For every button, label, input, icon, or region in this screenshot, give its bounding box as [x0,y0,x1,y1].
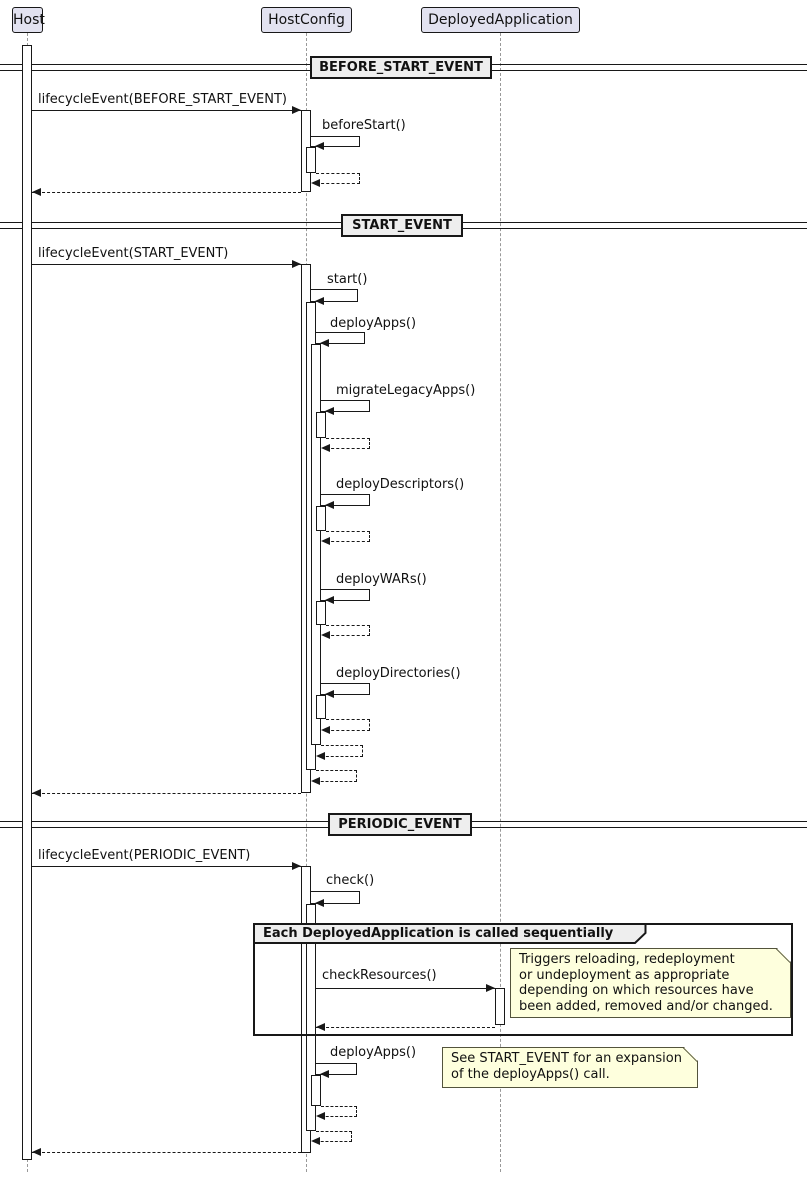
self-return-deploydescriptors [321,531,370,545]
arrowhead-left-icon [316,1023,325,1031]
activation-hostconfig-deploydirectories [316,695,326,719]
arrowhead-right-icon [292,260,301,268]
self-call-migratelegacyapps [321,400,370,415]
message-label-lifecycle-before-start: lifecycleEvent(BEFORE_START_EVENT) [38,92,287,107]
arrowhead-left-icon [315,899,324,907]
self-call-deploydirectories [321,683,370,698]
participant-host: Host [12,7,45,33]
self-return-deployapps-periodic [316,1106,357,1120]
activation-hostconfig-migratelegacyapps [316,412,326,438]
arrowhead-right-icon [292,106,301,114]
self-call-start [311,289,358,305]
lifeline-deployedapplication [500,33,501,1172]
activation-hostconfig-beforestart-call [306,147,316,173]
message-label-start: start() [327,272,368,287]
note-check-resources: Triggers reloading, redeployment or unde… [510,948,791,1018]
return-line-checkresources [316,1027,495,1028]
message-label-deployapps: deployApps() [330,316,417,331]
arrowhead-left-icon [315,297,324,305]
group-header-shape [253,923,647,944]
self-return-deploywars [321,625,370,639]
arrowhead-left-icon [320,1070,329,1078]
return-line-before-start [32,192,301,193]
divider-before-start-event-label: BEFORE_START_EVENT [319,60,483,75]
arrowhead-left-icon [320,339,329,347]
arrowhead-left-icon [311,777,320,785]
message-label-deploywars: deployWARs() [336,572,427,587]
return-line-periodic [32,1152,301,1153]
arrowhead-left-icon [321,631,330,639]
self-return-beforestart [311,173,360,187]
arrowhead-left-icon [321,537,330,545]
arrowhead-right-icon [292,862,301,870]
participant-hostconfig: HostConfig [261,7,352,33]
participant-deployedapplication-label: DeployedApplication [428,12,573,28]
activation-deployedapplication-checkresources [495,988,505,1025]
activation-hostconfig-deploydescriptors [316,506,326,531]
activation-hostconfig-check [306,904,316,1131]
arrowhead-left-icon [325,407,334,415]
self-call-deployapps-periodic [316,1063,357,1078]
activation-host [22,45,32,1160]
activation-hostconfig-deployapps-periodic [311,1075,321,1106]
message-label-deploydescriptors: deployDescriptors() [336,477,465,492]
divider-before-start-event: BEFORE_START_EVENT [310,56,492,79]
arrowhead-left-icon [321,726,330,734]
self-return-deployapps [316,745,363,760]
participant-hostconfig-label: HostConfig [268,12,345,28]
divider-start-event-label: START_EVENT [352,218,452,233]
arrowhead-right-icon [486,984,495,992]
self-return-start [311,770,357,785]
message-label-migratelegacyapps: migrateLegacyApps() [336,383,476,398]
arrowhead-left-icon [32,789,41,797]
self-call-deployapps [316,332,365,347]
arrowhead-left-icon [321,444,330,452]
arrowhead-left-icon [325,596,334,604]
arrowhead-left-icon [311,1137,320,1145]
arrowhead-left-icon [311,179,320,187]
arrowhead-left-icon [315,142,324,150]
message-label-lifecycle-start: lifecycleEvent(START_EVENT) [38,246,229,261]
message-label-check: check() [326,873,375,888]
activation-hostconfig-deployapps [311,344,321,745]
arrowhead-left-icon [32,1148,41,1156]
arrowhead-left-icon [325,501,334,509]
divider-periodic-event-label: PERIODIC_EVENT [338,817,462,832]
divider-periodic-event: PERIODIC_EVENT [328,813,472,836]
self-call-check [311,891,360,907]
self-return-migratelegacyapps [321,438,370,452]
return-line-start [32,793,301,794]
self-return-deploydirectories [321,719,370,734]
message-line-lifecycle-before-start [32,110,301,111]
group-header-label: Each DeployedApplication is called seque… [263,926,614,941]
activation-hostconfig-deploywars [316,601,326,625]
arrowhead-left-icon [316,752,325,760]
message-label-deploydirectories: deployDirectories() [336,666,461,681]
note-deploy-apps: See START_EVENT for an expansion of the … [442,1047,698,1088]
message-label-deployapps-periodic: deployApps() [330,1045,417,1060]
message-label-lifecycle-periodic: lifecycleEvent(PERIODIC_EVENT) [38,848,251,863]
divider-start-event: START_EVENT [341,214,463,237]
participant-deployedapplication: DeployedApplication [421,7,580,33]
arrowhead-left-icon [316,1112,325,1120]
message-label-checkresources: checkResources() [322,968,437,983]
self-return-check [311,1131,352,1145]
message-line-checkresources [316,988,495,989]
participant-host-label: Host [13,12,45,28]
self-call-beforestart [311,136,360,150]
self-call-deploywars [321,589,370,604]
arrowhead-left-icon [32,188,41,196]
message-line-lifecycle-periodic [32,866,301,867]
message-line-lifecycle-start [32,264,301,265]
self-call-deploydescriptors [321,494,370,509]
message-label-beforestart: beforeStart() [322,118,406,133]
arrowhead-left-icon [325,690,334,698]
